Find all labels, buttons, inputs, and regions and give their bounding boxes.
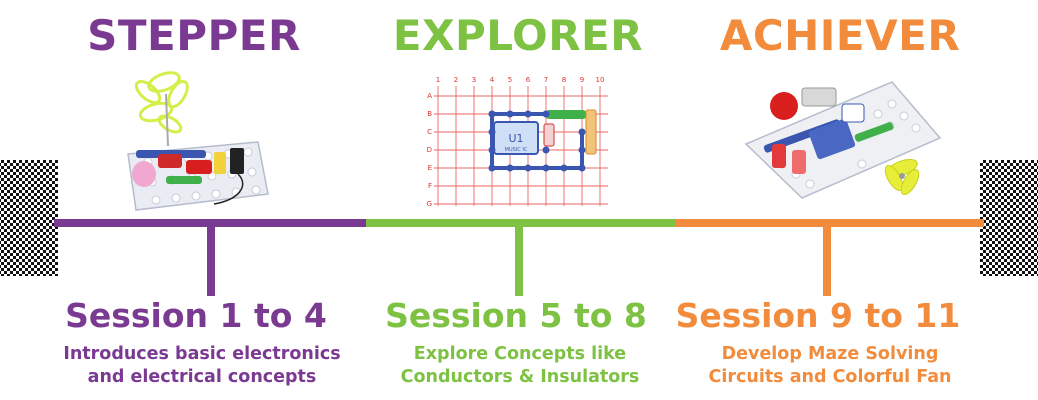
grid-row-label: F <box>428 182 432 190</box>
grid-row-label: G <box>427 200 432 208</box>
module-sublabel: MUSIC IC <box>505 147 528 153</box>
explorer-description-line-1: Explore Concepts like <box>413 344 627 364</box>
stepper-title: STEPPER <box>87 11 301 60</box>
grid-column-label: 8 <box>562 76 566 84</box>
grid-row-label: B <box>427 110 432 118</box>
achiever-title: ACHIEVER <box>719 11 961 60</box>
fan-icon <box>884 158 920 195</box>
module-label: U1 <box>508 132 523 145</box>
explorer-session: Session 5 to 8 <box>385 296 647 335</box>
explorer-title: EXPLORER <box>392 11 644 60</box>
timeline-tick-explorer <box>515 224 523 296</box>
grid-column-label: 9 <box>580 76 584 84</box>
stepper-description-line-1: Introduces basic electronics <box>63 344 341 364</box>
explorer-grid-diagram: 1 2 3 4 5 6 7 8 9 10 A B C D E F G U1 MUSIC IC <box>427 76 608 208</box>
grid-column-label: 1 <box>436 76 440 84</box>
start-checkered-flag <box>0 160 58 276</box>
achiever-session: Session 9 to 11 <box>675 296 961 335</box>
explorer-description-line-2: Conductors & Insulators <box>400 367 640 387</box>
propeller-icon <box>134 71 189 134</box>
achiever-description-line-2: Circuits and Colorful Fan <box>708 367 952 387</box>
finish-checkered-flag <box>980 160 1038 276</box>
grid-column-label: 7 <box>544 76 548 84</box>
grid-column-label: 6 <box>526 76 531 84</box>
grid-row-label: D <box>427 146 432 154</box>
grid-column-label: 4 <box>490 76 495 84</box>
grid-column-label: 10 <box>596 76 605 84</box>
stepper-session: Session 1 to 4 <box>65 296 327 335</box>
achiever-description-line-1: Develop Maze Solving <box>721 344 939 364</box>
timeline-segment-achiever <box>676 219 984 227</box>
grid-row-label: C <box>427 128 432 136</box>
timeline-segment-stepper <box>54 219 366 227</box>
grid-column-label: 2 <box>454 76 458 84</box>
grid-row-label: E <box>428 164 432 172</box>
timeline-segment-explorer <box>366 219 676 227</box>
timeline-tick-achiever <box>823 224 831 296</box>
stepper-kit-image <box>127 71 269 211</box>
stepper-description-line-2: and electrical concepts <box>87 367 317 387</box>
grid-row-label: A <box>427 92 432 100</box>
timeline-tick-stepper <box>207 224 215 296</box>
achiever-kit-image <box>744 81 942 199</box>
grid-column-label: 3 <box>472 76 476 84</box>
grid-column-label: 5 <box>508 76 512 84</box>
